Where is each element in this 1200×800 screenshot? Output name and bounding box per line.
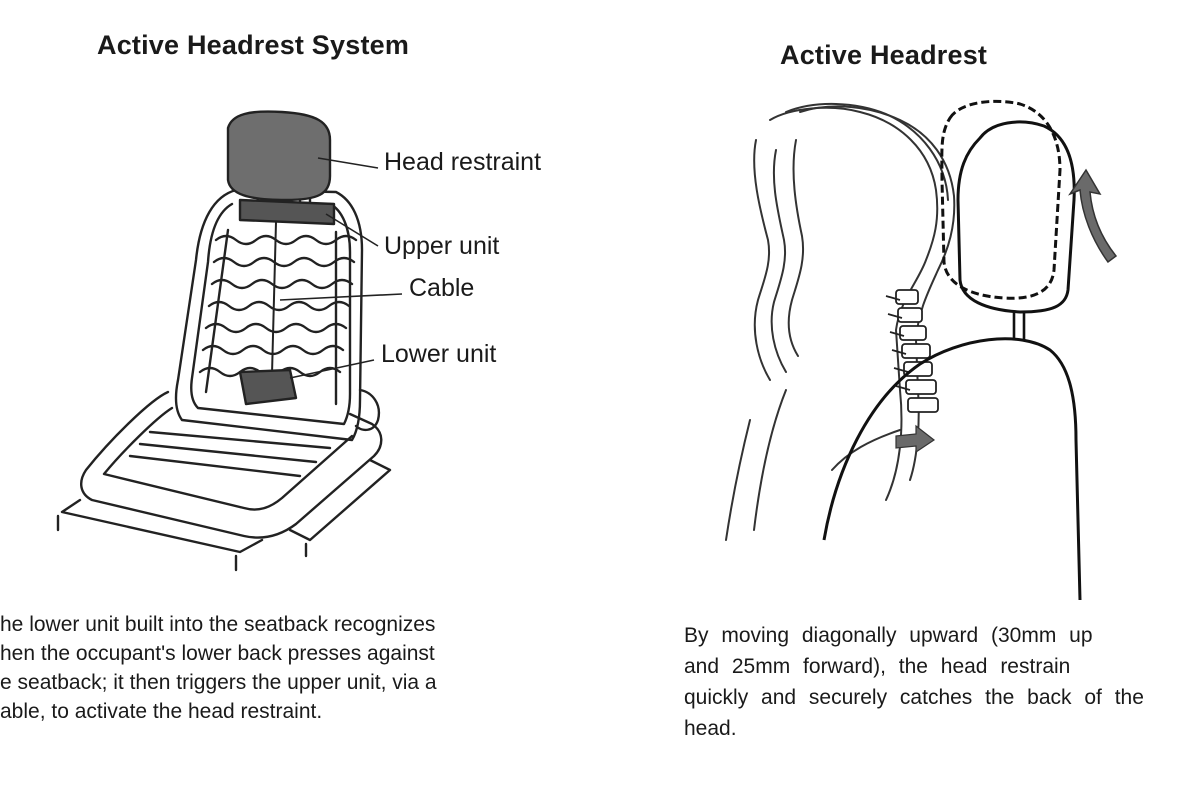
leader-head-restraint (317, 157, 379, 169)
caption-line: By moving diagonally upward (30mm up (684, 624, 1093, 647)
leader-upper-unit (325, 213, 379, 247)
torso-outline (831, 429, 901, 471)
seatback-frame (174, 188, 364, 442)
headrest-post (1012, 312, 1026, 340)
caption-line: e seatback; it then triggers the upper u… (0, 671, 437, 694)
torso-outline-ghost (725, 419, 751, 541)
seat-cushion-frame (80, 390, 383, 539)
caption-line: he lower unit built into the seatback re… (0, 613, 436, 636)
panel-title: Active Headrest System (97, 30, 410, 60)
seatback-rod (204, 228, 230, 394)
cable-line (271, 221, 277, 375)
head-outline (799, 105, 956, 481)
headrest-original-position (956, 120, 1076, 314)
caption-line: hen the occupant's lower back presses ag… (0, 642, 435, 665)
torso-outline-ghost (753, 389, 787, 531)
left-caption: he lower unit built into the seatback re… (0, 610, 437, 726)
headrest-moved-position (940, 99, 1062, 300)
label-lower-unit: Lower unit (381, 340, 497, 368)
seat-illustration (56, 110, 403, 572)
vertebra (907, 397, 939, 413)
active-headrest-system-panel: Active Headrest System (0, 30, 542, 726)
head-outline-ghost (785, 102, 949, 201)
headrest-motion-illustration (725, 99, 1118, 600)
head-outline (787, 139, 805, 357)
seat-rail-foot (56, 514, 308, 572)
neck-vertebrae (885, 289, 939, 413)
push-arrow (895, 424, 936, 454)
spring-wire (207, 300, 351, 312)
caption-line: able, to activate the head restraint. (0, 700, 323, 723)
cushion-spring (128, 430, 332, 478)
vertebra (901, 343, 931, 359)
seat-cushion-inner (102, 406, 354, 511)
spring-wire (214, 234, 358, 246)
spring-wire (204, 322, 348, 334)
head-outline-ghost (769, 106, 939, 501)
head-outline-ghost (753, 139, 771, 381)
right-caption: By moving diagonally upward (30mm up and… (684, 620, 1200, 744)
panel-title: Active Headrest (780, 40, 988, 70)
seatback-outline (822, 337, 1082, 600)
label-upper-unit: Upper unit (384, 232, 500, 260)
seatback-inner-frame (190, 202, 352, 426)
seat-side-lever (354, 388, 381, 432)
caption-line: head. (684, 717, 737, 740)
spring-wire (210, 278, 354, 290)
vertebra (905, 379, 937, 395)
head-outline-ghost (770, 149, 787, 373)
caption-line: and 25mm forward), the head restrain (684, 655, 1071, 678)
active-headrest-panel: Active Headrest (600, 0, 1200, 800)
vertebra (897, 307, 923, 323)
leader-lower-unit (289, 359, 375, 379)
caption-line: quickly and securely catches the back of… (684, 686, 1144, 709)
label-head-restraint: Head restraint (384, 148, 542, 176)
vertebra (895, 289, 919, 305)
lower-unit-body (238, 368, 298, 406)
head-restraint-cushion (226, 110, 332, 202)
label-cable: Cable (409, 274, 475, 302)
spring-wire (212, 256, 356, 268)
upward-motion-arrow (1068, 168, 1118, 264)
seat-rail (288, 458, 392, 542)
seat-rail (60, 498, 264, 554)
vertebra (899, 325, 927, 341)
upper-unit-bracket (238, 198, 336, 226)
leader-cable (279, 293, 403, 301)
